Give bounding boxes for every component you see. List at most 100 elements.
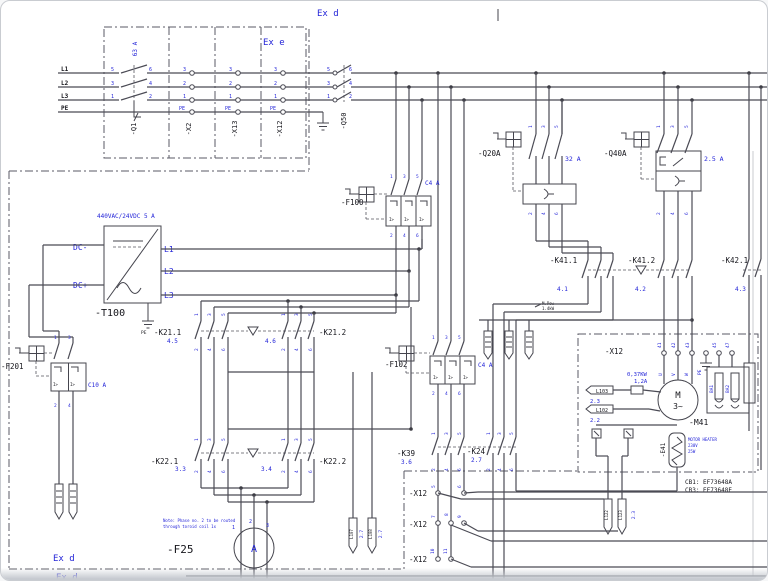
contactor-k22: -K22.1 3.3 -K22.2 3.4 1 3 5 2 4 6 1 3 5 … bbox=[151, 438, 346, 475]
motor-wire-w: W bbox=[684, 373, 690, 376]
heater-note-3: 25W bbox=[688, 449, 696, 454]
q50-term: 4 bbox=[349, 81, 352, 87]
k22-term: 3 bbox=[294, 438, 300, 441]
bus-l2-label: L2 bbox=[61, 80, 69, 87]
f102-term: 2 bbox=[432, 391, 435, 397]
q40a-term: 1 bbox=[656, 125, 662, 128]
k39-term: 3 bbox=[444, 432, 450, 435]
x2-term: 1 bbox=[183, 94, 186, 100]
q40a-term: 4 bbox=[670, 212, 676, 215]
f100-label: -F100 bbox=[341, 198, 364, 207]
q40a-term: 2 bbox=[656, 212, 662, 215]
k22-2-ref: 3.4 bbox=[261, 466, 272, 473]
x12-motor-label: -X12 bbox=[605, 347, 623, 356]
k21-term: 2 bbox=[194, 348, 200, 351]
x12-row2-t1: 7 bbox=[431, 515, 437, 518]
k21-term: 6 bbox=[308, 348, 314, 351]
x12m-term: 41 bbox=[657, 342, 663, 348]
x13-term: 1 bbox=[229, 94, 232, 100]
k21-term: 3 bbox=[207, 313, 213, 316]
q40a-term: 6 bbox=[684, 212, 690, 215]
k39-label: -K39 bbox=[397, 449, 415, 458]
f100-rating: C4 A bbox=[425, 180, 440, 187]
q50-term: 2 bbox=[349, 94, 352, 100]
breaker-q40a: -Q40A 2.5 A 1 3 5 2 4 6 bbox=[604, 125, 724, 216]
brake-ba2-label: BA2 bbox=[725, 385, 731, 393]
f25-letter: A bbox=[251, 544, 257, 555]
cable-l123-ref: 2.3 bbox=[631, 511, 637, 519]
k42-1-label: -K42.1 bbox=[721, 256, 748, 265]
k22-term: 5 bbox=[308, 438, 314, 441]
x12-row2-t2: 8 bbox=[444, 513, 450, 516]
cable-l107-label: L107 bbox=[349, 529, 354, 539]
f102-igt: I> bbox=[448, 375, 453, 380]
heater-sensor-group: -E41 MOTOR HEATER 230V 25W CB1: EF73648A… bbox=[516, 424, 732, 536]
k41-2-ref: 4.2 bbox=[635, 286, 646, 293]
k24-term: 4 bbox=[497, 468, 503, 471]
q20a-rating: 32 A bbox=[565, 155, 581, 163]
x12-term: 3 bbox=[274, 67, 277, 73]
motor-wire-pe: PE bbox=[697, 369, 703, 375]
f102-term: 5 bbox=[458, 335, 461, 341]
heater-note-2: 230V bbox=[688, 443, 698, 448]
q1-term: 3 bbox=[111, 81, 114, 87]
x12-row1-t1: 5 bbox=[431, 485, 437, 488]
x12m-term: 47 bbox=[725, 342, 731, 348]
f201-term: 1 bbox=[54, 335, 57, 341]
t100-label: -T100 bbox=[95, 308, 125, 319]
x12-row3-t1: 10 bbox=[430, 548, 436, 554]
bus-l1-label: L1 bbox=[61, 66, 69, 73]
bus-pe-label: PE bbox=[61, 105, 69, 112]
k21-k22-wiring bbox=[200, 353, 315, 443]
q40a-rating: 2.5 A bbox=[704, 155, 724, 163]
q50-label: -Q50 bbox=[340, 113, 348, 130]
heater-e41-label: -E41 bbox=[660, 442, 667, 457]
k21-term: 2 bbox=[281, 348, 287, 351]
f102-igt: I> bbox=[433, 375, 438, 380]
k21-2-label: -K21.2 bbox=[319, 328, 346, 337]
f201-label: -F201 bbox=[1, 362, 24, 371]
k39-term: 6 bbox=[457, 468, 463, 471]
toroid-f25: A -F25 1 2 3 Note: Phase no. 2 to be rou… bbox=[163, 518, 275, 569]
k39-term: 2 bbox=[431, 468, 437, 471]
ex-d-bottom-label: Ex d bbox=[53, 554, 75, 564]
motor-phases: 3~ bbox=[673, 402, 683, 411]
t100-rating: 440VAC/24VDC 5 A bbox=[97, 213, 155, 220]
k41-1-label: -K41.1 bbox=[550, 256, 577, 265]
k22-term: 2 bbox=[194, 470, 200, 473]
k21-term: 5 bbox=[221, 313, 227, 316]
power-note-line2: 1.4kW bbox=[542, 306, 555, 311]
f102-igt: I> bbox=[463, 375, 468, 380]
f100-igt: I> bbox=[404, 217, 409, 222]
switch-q50: -Q50 5 6 3 4 1 2 bbox=[327, 67, 352, 129]
f100-term: 5 bbox=[416, 174, 419, 180]
x2-term: 3 bbox=[183, 67, 186, 73]
x13-term: 2 bbox=[229, 81, 232, 87]
k41-1-ref: 4.1 bbox=[557, 286, 568, 293]
f100-term: 3 bbox=[403, 174, 406, 180]
x12-row3-label: -X12 bbox=[409, 555, 427, 564]
k22-term: 3 bbox=[207, 438, 213, 441]
k22-term: 6 bbox=[221, 470, 227, 473]
x12-term: PE bbox=[270, 106, 276, 112]
motor-letter: M bbox=[675, 391, 681, 401]
f201-rating: C10 A bbox=[88, 382, 106, 389]
x2-label: -X2 bbox=[185, 123, 193, 136]
k21-1-ref: 4.5 bbox=[167, 338, 178, 345]
k21-1-label: -K21.1 bbox=[154, 328, 181, 337]
cable-l122-label: L122 bbox=[604, 510, 609, 520]
f201-term: 3 bbox=[68, 335, 71, 341]
x12-bottom-rows: -X12 5 6 -X12 7 8 9 -X12 10 11 bbox=[409, 485, 767, 568]
f102-rating: C4 A bbox=[478, 362, 493, 369]
f102-label: -F102 bbox=[385, 360, 408, 369]
distribution-wiring bbox=[161, 239, 423, 431]
x12-row1-t2: 6 bbox=[457, 485, 463, 488]
f25-term: 2 bbox=[249, 519, 252, 525]
cable-l107-ref: 2.7 bbox=[359, 530, 365, 538]
cable-l102-label: L102 bbox=[596, 408, 608, 414]
k39-term: 4 bbox=[444, 468, 450, 471]
q1-term: 2 bbox=[149, 94, 152, 100]
x13-term: PE bbox=[225, 106, 231, 112]
k21-term: 4 bbox=[207, 348, 213, 351]
